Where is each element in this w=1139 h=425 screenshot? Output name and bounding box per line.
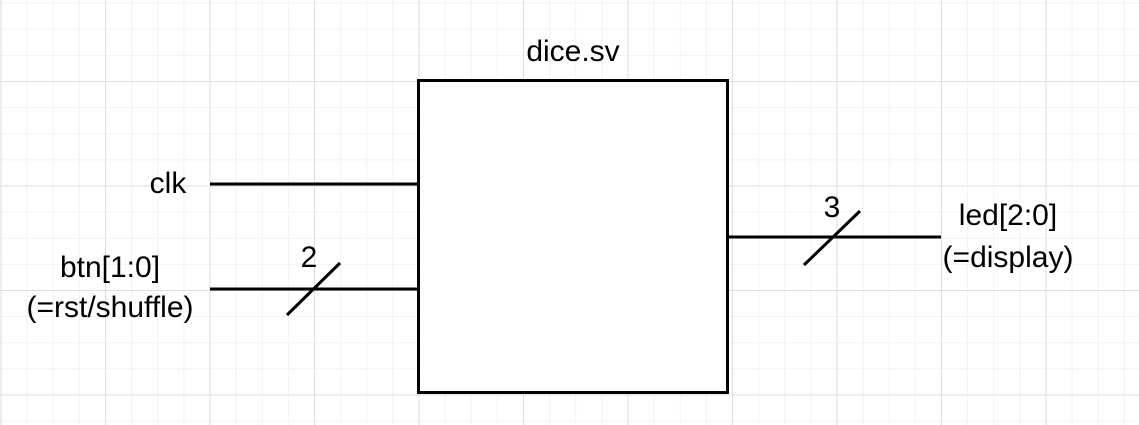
module-box [417,79,729,394]
clk-port-label: clk [149,167,187,200]
btn-bus-width-label: 2 [300,241,318,274]
led-port-alias-label: (=display) [942,241,1074,274]
module-title: dice.sv [526,35,620,68]
led-bus-slash [802,209,862,267]
btn-port-label: btn[1:0] [59,251,161,284]
led-port-label: led[2:0] [958,199,1058,232]
btn-port-alias-label: (=rst/shuffle) [26,291,194,324]
btn-bus-slash [285,261,342,317]
led-bus-width-label: 3 [823,191,841,224]
